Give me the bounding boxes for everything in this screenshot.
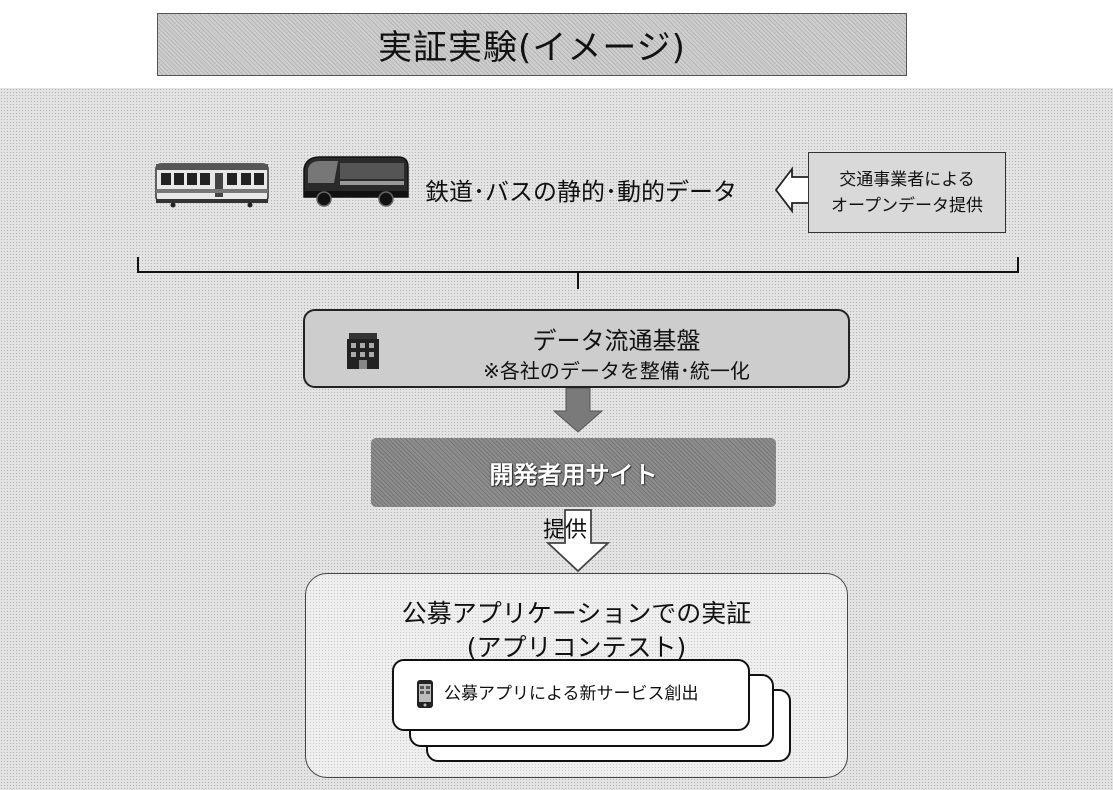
page-title: 実証実験(イメージ) (378, 28, 686, 68)
platform-subtitle: ※各社のデータを整備･統一化 (483, 359, 750, 383)
provide-label: 提供 (543, 518, 588, 543)
smartphone-icon (417, 680, 433, 708)
data-platform-box: データ流通基盤 ※各社のデータを整備･統一化 (303, 309, 850, 388)
provider-arrow (774, 166, 808, 214)
new-service-card-label: 公募アプリによる新サービス創出 (444, 684, 699, 704)
app-contest-box: 公募アプリケーションでの実証 (アプリコンテスト) 公募アプリによる新サービス創… (305, 573, 848, 778)
open-data-provider-box: 交通事業者による オープンデータ提供 (808, 152, 1006, 233)
devsite-to-contest-arrow (545, 509, 611, 573)
transport-data-label: 鉄道･バスの静的･動的データ (425, 178, 737, 206)
platform-title: データ流通基盤 (532, 327, 701, 355)
provider-line-1: 交通事業者による (839, 169, 975, 190)
stacked-card-front: 公募アプリによる新サービス創出 (392, 659, 750, 731)
developer-site-box: 開発者用サイト (371, 438, 776, 507)
contest-subtitle: (アプリコンテスト) (466, 633, 687, 662)
platform-to-devsite-arrow (552, 387, 604, 433)
contest-title: 公募アプリケーションでの実証 (401, 599, 752, 628)
provider-line-2: オープンデータ提供 (831, 195, 983, 216)
building-icon (347, 333, 379, 369)
bus-icon (303, 156, 409, 207)
title-banner: 実証実験(イメージ) (157, 13, 907, 76)
developer-site-label: 開発者用サイト (489, 461, 658, 489)
train-icon (155, 163, 269, 208)
source-bracket (137, 257, 1019, 273)
